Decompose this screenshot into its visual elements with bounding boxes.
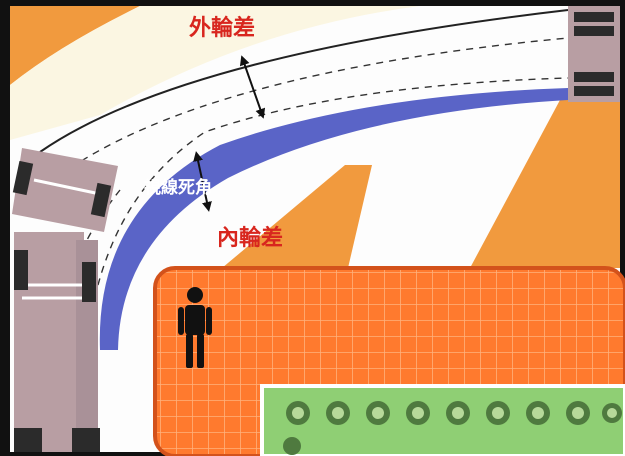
shrub-icon	[486, 401, 510, 425]
person-standing-icon	[178, 287, 212, 368]
outer-difference-arrow	[239, 55, 266, 119]
shrub-icon	[602, 403, 622, 423]
shrub-icon	[406, 401, 430, 425]
inner-difference-label: 內輪差	[217, 225, 283, 251]
shrub-icon	[283, 437, 301, 455]
shrub-icon	[526, 401, 550, 425]
orange-wedge-center	[222, 165, 372, 268]
shrub-icon	[566, 401, 590, 425]
truck-cab	[568, 6, 620, 102]
truck-trailer	[12, 148, 118, 452]
corner-zone-top-left	[10, 6, 140, 85]
shrub-icon	[286, 401, 310, 425]
shrub-icon	[446, 401, 470, 425]
outer-dashed-path	[59, 37, 569, 176]
inner-difference-arrow	[193, 151, 212, 212]
grass-strip	[260, 384, 625, 456]
bush-row	[283, 401, 622, 455]
cream-zone	[10, 6, 420, 140]
shrub-icon	[326, 401, 350, 425]
outer-difference-label: 外輪差	[189, 15, 255, 41]
orange-wedge-right	[470, 100, 620, 268]
blind-spot-zone	[99, 88, 569, 350]
shrub-icon	[366, 401, 390, 425]
blind-spot-label: 視線死角	[143, 177, 212, 198]
